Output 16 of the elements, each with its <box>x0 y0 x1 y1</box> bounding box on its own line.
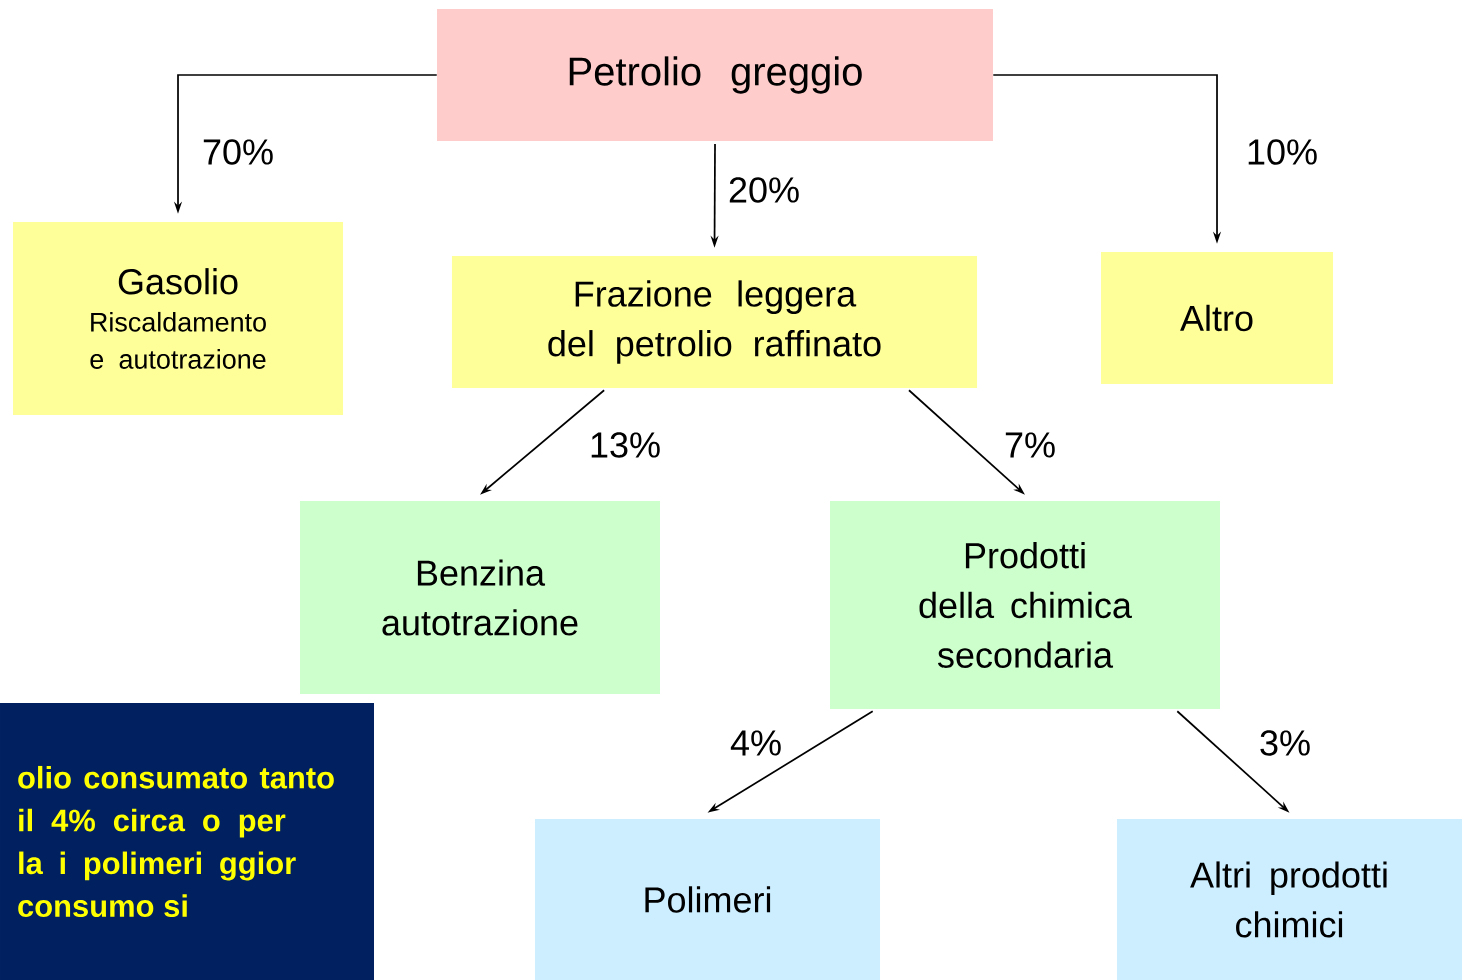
edge-label: 7% <box>1002 431 1058 459</box>
edge-label: 70% <box>200 137 276 167</box>
edge-label: 20% <box>726 175 802 205</box>
edge-label: 3% <box>1257 728 1313 758</box>
process-box: Altri prodotti chimici <box>1116 818 1463 980</box>
process-box: Altro <box>1101 252 1333 384</box>
process-box: Frazione leggera del petrolio raffinato <box>452 256 978 388</box>
process-box: Gasolio Riscaldamento e autotrazione <box>13 221 343 416</box>
edge-label: 10% <box>1244 137 1320 167</box>
edge-label: 4% <box>728 729 784 757</box>
process-box: Prodotti della chimica secondaria <box>830 501 1220 709</box>
edge-label: 13% <box>587 430 663 460</box>
text-panel: olio consumato tanto il 4% circa o per la i polimeri ggior consumo si <box>0 702 374 980</box>
process-box: Petrolio greggio <box>437 9 993 141</box>
process-box: Polimeri <box>534 818 881 980</box>
process-box: Benzina autotrazione <box>300 500 660 695</box>
